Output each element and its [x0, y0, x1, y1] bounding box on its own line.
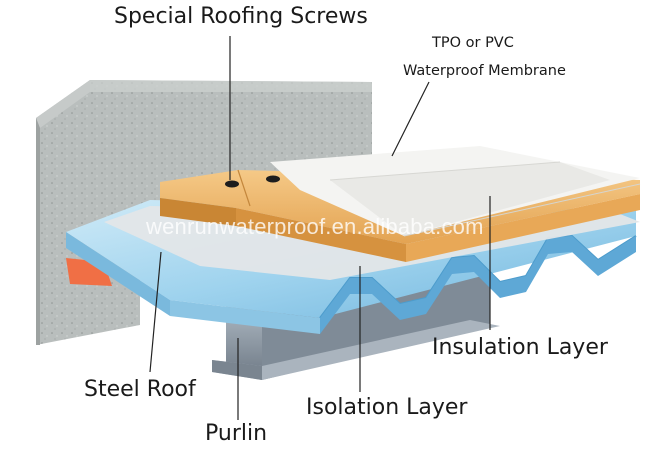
watermark-text: wenrunwaterproof.en.alibaba.com [146, 214, 484, 239]
label-insulation-layer: Insulation Layer [432, 335, 608, 360]
label-purlin: Purlin [205, 421, 268, 446]
leader-lines [149, 36, 491, 420]
screw-head-1 [225, 180, 239, 188]
waterproof-membrane [270, 146, 641, 237]
label-special-roofing-screws: Special Roofing Screws [114, 4, 368, 29]
label-isolation-layer: Isolation Layer [306, 395, 468, 420]
label-waterproof-membrane: Waterproof Membrane [403, 63, 566, 79]
label-steel-roof: Steel Roof [84, 377, 196, 402]
screw-head-2 [266, 175, 280, 183]
label-tpo-pvc: TPO or PVC [432, 35, 514, 51]
